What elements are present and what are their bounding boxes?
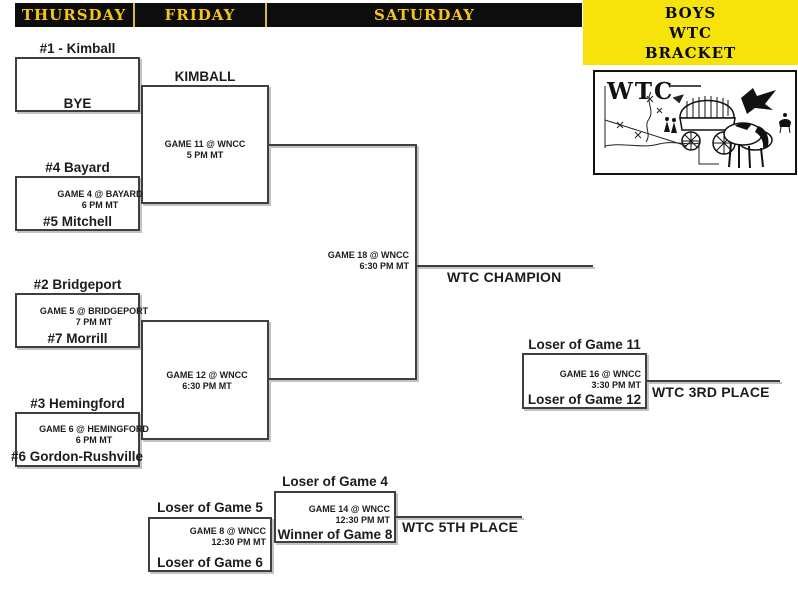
game8-label: GAME 8 @ WNCC 12:30 PM MT (146, 526, 266, 548)
team-bye: BYE (63, 96, 92, 111)
slot-winner-game8: Winner of Game 8 (277, 527, 393, 542)
match-box-game6 (15, 412, 140, 467)
match-box-kimball-bye (15, 57, 140, 112)
team-seed4-bayard: #4 Bayard (45, 160, 110, 175)
fifth-place-line (396, 516, 522, 518)
day-header-saturday: SATURDAY (374, 6, 475, 24)
fifth-semi-box-game8 (148, 517, 272, 572)
advancer-kimball: KIMBALL (174, 69, 236, 84)
game11-name: GAME 11 @ WNCC (164, 139, 246, 149)
game4-label: GAME 4 @ BAYARD 6 PM MT (40, 189, 160, 211)
bracket-title-line3: BRACKET (644, 43, 737, 62)
slot-loser-game11: Loser of Game 11 (528, 337, 641, 352)
game12-name: GAME 12 @ WNCC (166, 370, 248, 380)
slot-loser-game6: Loser of Game 6 (157, 555, 263, 570)
wtc-logo-illustration: WTC (604, 78, 791, 169)
game5-label: GAME 5 @ BRIDGEPORT 7 PM MT (34, 306, 154, 328)
champion-title: WTC CHAMPION (447, 269, 562, 285)
slot-loser-game4: Loser of Game 4 (282, 474, 388, 489)
game16-time: 3:30 PM MT (591, 380, 641, 390)
day-header-divider (265, 3, 267, 27)
day-header-thursday: THURSDAY (21, 6, 127, 24)
game18-label: GAME 18 @ WNCC 6:30 PM MT (289, 250, 409, 272)
day-header-bar (15, 3, 582, 27)
slot-loser-game12: Loser of Game 12 (527, 392, 642, 407)
match-box-game5 (15, 293, 140, 348)
game12-winner-line (269, 378, 415, 380)
game11-time: 5 PM MT (186, 150, 224, 160)
team-seed3-hemingford: #3 Hemingford (30, 396, 125, 411)
game8-time: 12:30 PM MT (211, 537, 266, 547)
game6-name: GAME 6 @ HEMINGFORD (39, 424, 149, 434)
map-sketch (604, 86, 719, 165)
third-place-box-game16 (522, 353, 647, 409)
game16-label: GAME 16 @ WNCC 3:30 PM MT (521, 369, 641, 391)
third-place-title: WTC 3RD PLACE (652, 384, 770, 400)
slot-loser-game5: Loser of Game 5 (157, 500, 263, 515)
game4-time: 6 PM MT (81, 200, 119, 210)
bracket-title-box: BOYS WTC BRACKET (583, 0, 798, 65)
wtc-logo-box: WTC (593, 70, 797, 175)
bracket-title-line1: BOYS (664, 3, 717, 22)
fifth-place-title: WTC 5TH PLACE (402, 519, 519, 535)
pioneer-figures (664, 117, 677, 133)
horse-team (723, 122, 773, 169)
fifth-final-box-game14 (274, 491, 396, 543)
day-header-divider (133, 3, 135, 27)
game18-name: GAME 18 @ WNCC (327, 250, 409, 260)
semifinal-box-game11 (141, 85, 269, 204)
third-place-line (647, 380, 780, 382)
game12-time: 6:30 PM MT (182, 381, 232, 391)
team-seed7-morrill: #7 Morrill (47, 331, 108, 346)
game14-label: GAME 14 @ WNCC 12:30 PM MT (270, 504, 390, 526)
game5-time: 7 PM MT (75, 317, 113, 327)
champion-line (415, 265, 593, 267)
game18-time: 6:30 PM MT (359, 261, 409, 271)
game6-label: GAME 6 @ HEMINGFORD 6 PM MT (34, 424, 154, 446)
game5-name: GAME 5 @ BRIDGEPORT (39, 306, 149, 316)
game11-winner-line (269, 144, 415, 146)
covered-wagon (679, 96, 736, 155)
semifinal-box-game12 (141, 320, 269, 440)
bracket-title-line2: WTC (669, 23, 712, 42)
game4-name: GAME 4 @ BAYARD (57, 189, 143, 199)
team-seed5-mitchell: #5 Mitchell (42, 214, 113, 229)
match-box-game4 (15, 176, 140, 231)
game14-name: GAME 14 @ WNCC (308, 504, 390, 514)
game8-name: GAME 8 @ WNCC (189, 526, 266, 536)
team-seed6-gordon-rushville: #6 Gordon-Rushville (10, 449, 144, 464)
game16-name: GAME 16 @ WNCC (559, 369, 641, 379)
horseback-rider (779, 113, 791, 134)
team-seed1-kimball: #1 - Kimball (39, 41, 116, 56)
final-bracket-line (415, 144, 417, 380)
game14-time: 12:30 PM MT (335, 515, 390, 525)
game12-label: GAME 12 @ WNCC 6:30 PM MT (147, 370, 267, 392)
team-seed2-bridgeport: #2 Bridgeport (33, 277, 122, 292)
game11-label: GAME 11 @ WNCC 5 PM MT (145, 139, 265, 161)
game6-time: 6 PM MT (75, 435, 113, 445)
day-header-friday: FRIDAY (164, 6, 236, 24)
wtc-logo-text: WTC (606, 78, 674, 105)
bird-silhouette (741, 88, 776, 114)
